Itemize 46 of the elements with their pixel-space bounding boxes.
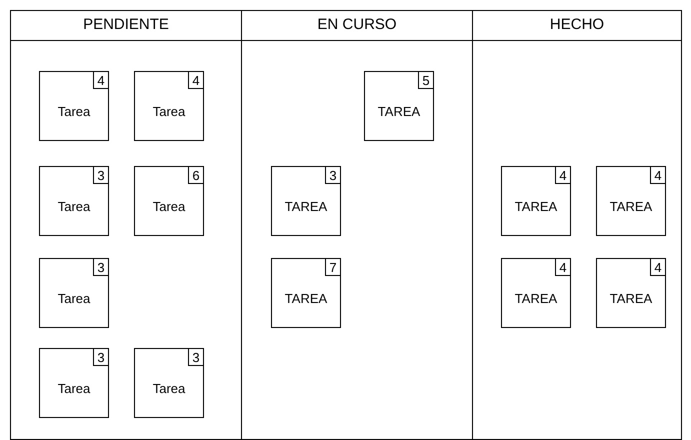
board-column: [241, 10, 473, 440]
task-label: TAREA: [284, 290, 328, 308]
estimate-box: 4: [555, 167, 570, 184]
estimate-box: 7: [325, 259, 340, 276]
estimate-box: 3: [93, 167, 108, 184]
task-label: Tarea: [152, 198, 186, 216]
task-label: Tarea: [56, 103, 92, 121]
task-label: TAREA: [608, 198, 654, 216]
estimate-box: 3: [93, 259, 108, 276]
task-label: Tarea: [56, 290, 92, 308]
task-label: TAREA: [608, 290, 654, 308]
task-card: [39, 71, 109, 141]
estimate-box: 4: [650, 167, 665, 184]
estimate-box: 3: [325, 167, 340, 184]
estimate-box: 4: [555, 259, 570, 276]
task-card: [596, 258, 666, 328]
task-card: [134, 166, 204, 236]
task-card: [271, 258, 341, 328]
task-label: Tarea: [152, 380, 186, 398]
estimate-box: 5: [418, 72, 433, 89]
task-card: [501, 258, 571, 328]
task-label: TAREA: [284, 198, 328, 216]
task-card: [596, 166, 666, 236]
task-card: [39, 258, 109, 328]
task-card: [364, 71, 434, 141]
estimate-box: 4: [93, 72, 108, 89]
estimate-box: 3: [188, 349, 203, 366]
task-label: Tarea: [56, 380, 92, 398]
board-column: [10, 10, 242, 440]
board-column: [472, 10, 682, 440]
task-card: [134, 348, 204, 418]
task-label: Tarea: [152, 103, 186, 121]
estimate-box: 4: [188, 72, 203, 89]
column-header: HECHO: [473, 11, 681, 41]
task-label: TAREA: [514, 198, 558, 216]
task-label: TAREA: [514, 290, 558, 308]
task-card: [39, 166, 109, 236]
task-card: [134, 71, 204, 141]
task-label: Tarea: [56, 198, 92, 216]
task-card: [271, 166, 341, 236]
task-label: TAREA: [376, 103, 422, 121]
estimate-box: 4: [650, 259, 665, 276]
estimate-box: 3: [93, 349, 108, 366]
task-card: [39, 348, 109, 418]
estimate-box: 6: [188, 167, 203, 184]
task-card: [501, 166, 571, 236]
